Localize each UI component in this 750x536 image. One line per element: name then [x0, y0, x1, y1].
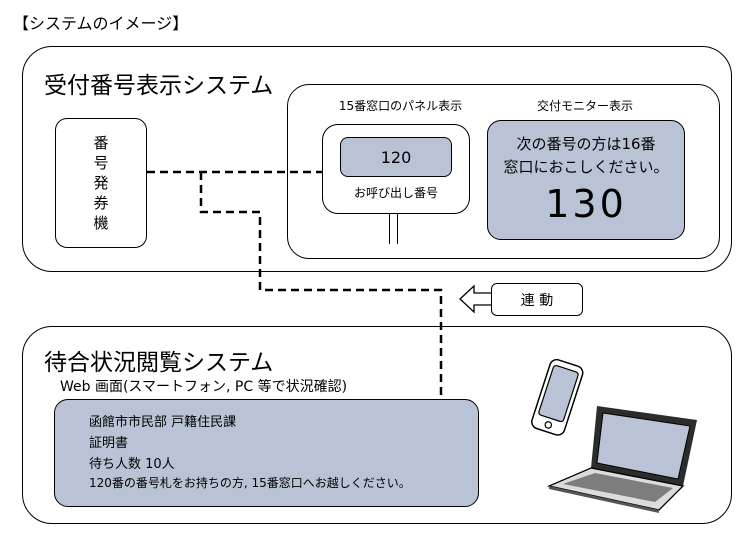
- panel-number: 120: [380, 147, 412, 167]
- web-screen-line2: 証明書: [89, 436, 129, 451]
- link-label: 連 動: [520, 292, 554, 309]
- monitor-screen: [487, 120, 685, 240]
- waiting-system-title: 待合状況閲覧システム: [44, 350, 274, 376]
- smartphone-icon: [531, 358, 584, 436]
- left-arrow-icon: [459, 284, 493, 314]
- ticket-machine: 番 号 発 券 機: [55, 118, 147, 248]
- ticket-machine-char: 番: [93, 134, 109, 152]
- web-screen-subtitle: Web 画面(スマートフォン, PC 等で状況確認): [60, 379, 348, 395]
- link-box: 連 動: [491, 283, 583, 316]
- monitor-message-line2: 窓口におこしください。: [503, 158, 669, 176]
- page-title: 【システムのイメージ】: [13, 14, 189, 33]
- laptop-icon: [546, 406, 697, 513]
- web-screen-line4: 120番の番号札をお持ちの方, 15番窓口へお越しください。: [89, 476, 411, 490]
- web-screen-line3: 待ち人数 10人: [89, 457, 175, 472]
- ticket-machine-char: 機: [93, 214, 109, 232]
- ticket-machine-char: 発: [93, 174, 109, 192]
- panel-number-box: 120: [340, 137, 452, 177]
- web-screen: [54, 399, 479, 507]
- web-screen-line1: 函館市市民部 戸籍住民課: [89, 415, 237, 430]
- ticket-machine-char: 券: [93, 194, 109, 212]
- monitor-number: 130: [545, 182, 627, 226]
- ticket-machine-label: 番 号 発 券 機: [93, 133, 108, 233]
- panel-stand: [389, 214, 398, 244]
- panel-display-caption: 15番窓口のパネル表示: [338, 99, 463, 113]
- monitor-message-line1: 次の番号の方は16番: [516, 135, 656, 153]
- monitor-display-caption: 交付モニター表示: [536, 99, 633, 113]
- call-number-label: お呼び出し番号: [353, 186, 438, 200]
- reception-system-title: 受付番号表示システム: [44, 73, 274, 99]
- ticket-machine-char: 号: [93, 154, 109, 172]
